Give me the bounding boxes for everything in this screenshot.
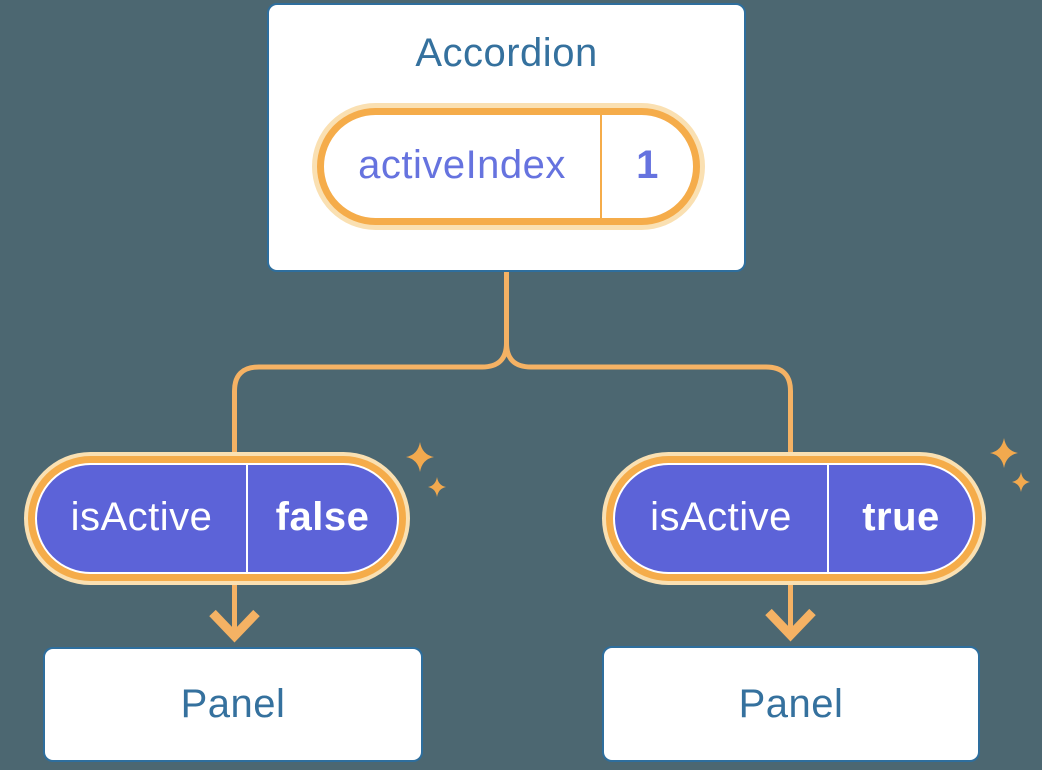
component-title: Panel xyxy=(738,681,844,726)
arrow-down-icon xyxy=(765,565,816,642)
connector-right-branch xyxy=(504,265,793,470)
pill-divider xyxy=(246,465,248,572)
pill-divider xyxy=(827,465,829,572)
prop-name: isActive xyxy=(650,495,792,539)
sparkle-icon xyxy=(990,438,1030,492)
prop-pill-isactive-false: isActive false xyxy=(35,463,399,574)
pill-divider xyxy=(600,115,602,218)
prop-name: isActive xyxy=(70,495,213,539)
sparkle-icon xyxy=(406,442,446,497)
panel-component-card: Panel xyxy=(602,646,980,762)
component-title: Panel xyxy=(180,682,286,726)
state-value: 1 xyxy=(636,143,659,187)
prop-value: true xyxy=(862,495,940,539)
prop-pill-isactive-true: isActive true xyxy=(613,463,975,574)
arrow-down-icon xyxy=(209,565,260,643)
state-pill-activeindex: activeIndex 1 xyxy=(317,108,700,225)
state-name: activeIndex xyxy=(358,143,566,187)
panel-component-card: Panel xyxy=(43,647,423,762)
connector-left-branch xyxy=(232,265,509,470)
prop-value: false xyxy=(275,495,370,539)
component-title: Accordion xyxy=(415,31,598,75)
